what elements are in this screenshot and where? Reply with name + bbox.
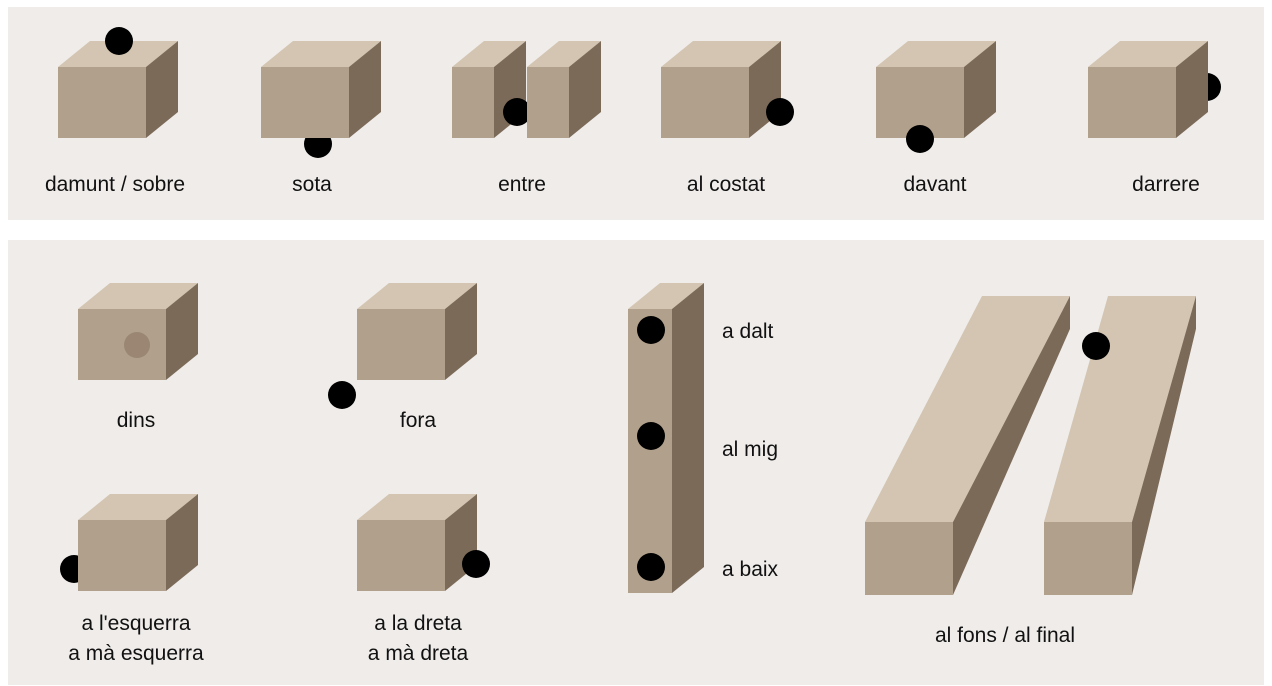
label-dins: dins (117, 406, 156, 436)
label-sota: sota (292, 170, 332, 200)
box-entre-right-front (527, 67, 569, 138)
box-al-costat-front (661, 67, 749, 138)
ball-davant (906, 125, 934, 153)
ball-dreta (462, 550, 490, 578)
ball-damunt (105, 27, 133, 55)
label-a-dalt: a dalt (722, 317, 773, 347)
box-damunt-front (58, 67, 146, 138)
label-a-ma-dreta: a mà dreta (368, 639, 468, 669)
label-a-baix: a baix (722, 555, 778, 585)
box-darrere-front (1088, 67, 1176, 138)
label-a-ma-esquerra: a mà esquerra (68, 639, 203, 669)
label-fora: fora (400, 406, 436, 436)
label-entre: entre (498, 170, 546, 200)
box-entre-left-front (452, 67, 494, 138)
box-dreta-front (357, 520, 445, 591)
ball-entre (503, 98, 531, 126)
box-dins-front (78, 309, 166, 380)
box-sota-front (261, 67, 349, 138)
label-al-fons-al-final: al fons / al final (935, 621, 1075, 651)
label-a-l-esquerra: a l'esquerra (81, 609, 190, 639)
ball-dins (124, 332, 150, 358)
bar-left-top (865, 296, 1070, 522)
ball-al-mig (637, 422, 665, 450)
pillar-side (672, 283, 704, 593)
ball-fora (328, 381, 356, 409)
label-darrere: darrere (1132, 170, 1200, 200)
box-fora-front (357, 309, 445, 380)
box-esquerra-front (78, 520, 166, 591)
label-davant: davant (903, 170, 966, 200)
label-damunt-sobre: damunt / sobre (45, 170, 185, 200)
pillar-front (628, 309, 672, 593)
label-al-costat: al costat (687, 170, 765, 200)
ball-al-costat (766, 98, 794, 126)
label-al-mig: al mig (722, 435, 778, 465)
ball-al-fons (1082, 332, 1110, 360)
bar-right-front (1044, 522, 1132, 595)
bar-left-front (865, 522, 953, 595)
ball-a-baix (637, 553, 665, 581)
label-a-la-dreta: a la dreta (374, 609, 462, 639)
ball-a-dalt (637, 316, 665, 344)
